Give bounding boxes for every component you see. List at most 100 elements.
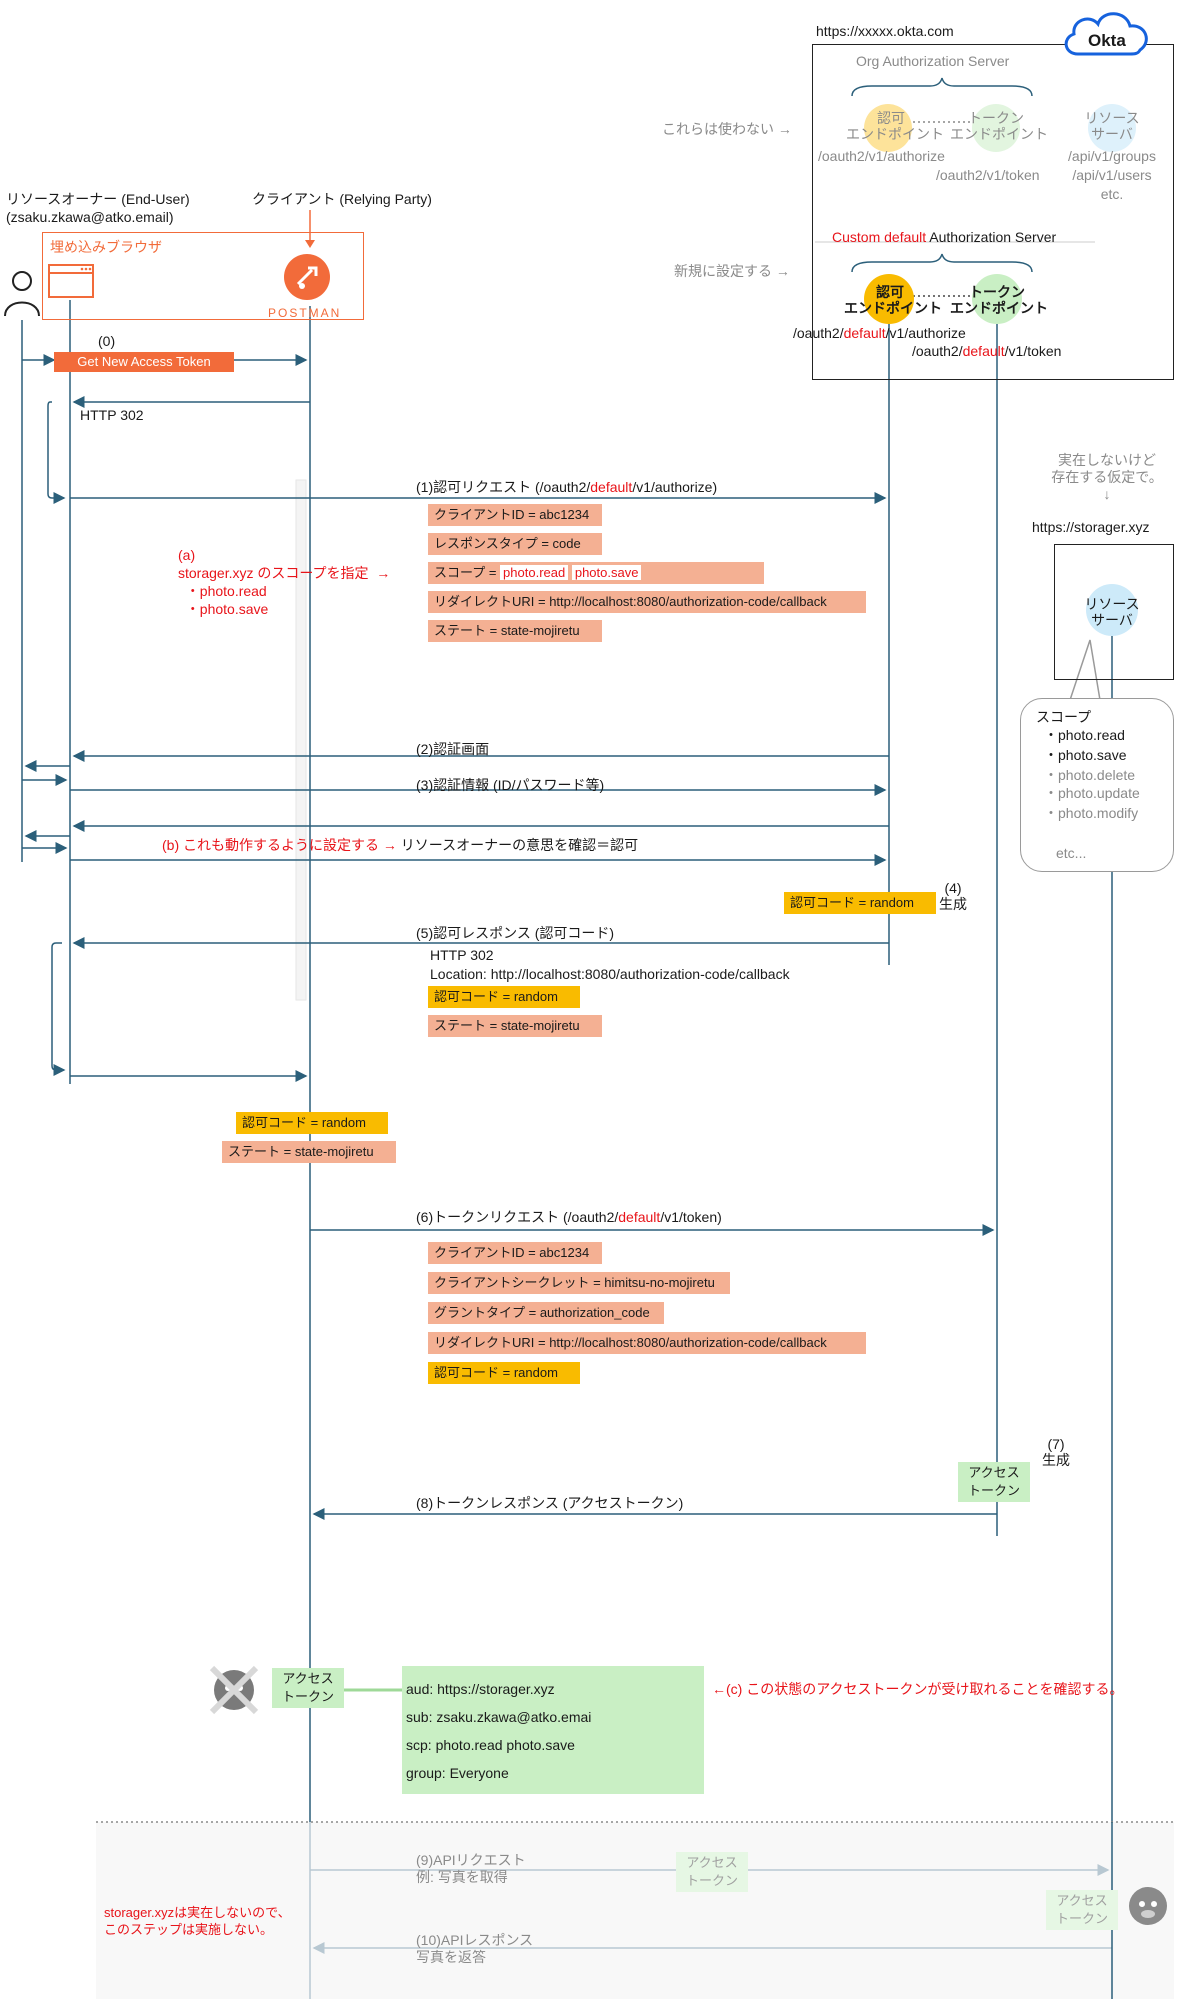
client-access-token: アクセス トークン bbox=[272, 1668, 344, 1708]
step8-label: (8)トークンレスポンス (アクセストークン) bbox=[416, 1495, 684, 1511]
authz-param-response-type: レスポンスタイプ = code bbox=[428, 533, 602, 555]
access-token-generated: アクセス トークン bbox=[958, 1462, 1030, 1502]
org-brace bbox=[851, 77, 1033, 97]
org-authz-endpoint-node bbox=[864, 104, 912, 152]
claim-scp: scp: photo.read photo.save bbox=[406, 1737, 575, 1753]
storager-resource-server-label: リソース サーバ bbox=[1084, 596, 1140, 628]
scope-active-1: ・photo.read bbox=[1044, 727, 1125, 743]
custom-server-suffix: Authorization Server bbox=[929, 229, 1057, 245]
step4-label: (4) 生成 bbox=[939, 880, 967, 912]
okta-url: https://xxxxx.okta.com bbox=[816, 23, 954, 39]
org-authz-path: /oauth2/v1/authorize bbox=[818, 148, 945, 164]
custom-token-path-b: default bbox=[962, 343, 1005, 359]
scope-active-2: ・photo.save bbox=[1044, 747, 1127, 763]
not-executed-note: storager.xyzは実在しないので、 このステップは実施しない。 bbox=[104, 1905, 291, 1937]
postman-label: POSTMAN bbox=[268, 306, 342, 320]
step7-label: (7) 生成 bbox=[1042, 1436, 1070, 1468]
note-c: ←(c) この状態のアクセストークンが受け取れることを確認する。 bbox=[712, 1681, 1124, 1697]
storager-note: 実在しないけど 存在する仮定で。 ↓ bbox=[1051, 452, 1163, 502]
client-label: クライアント (Relying Party) bbox=[252, 191, 432, 207]
custom-token-endpoint-node bbox=[972, 274, 1022, 324]
step0-label: (0) bbox=[98, 333, 116, 349]
custom-token-path-a: /oauth2/ bbox=[912, 343, 963, 359]
okta-logo: Okta bbox=[1088, 31, 1126, 50]
note-a: (a) storager.xyz のスコープを指定 → ・photo.read … bbox=[178, 547, 391, 617]
step1-label: (1)認可リクエスト (/oauth2/default/v1/authorize… bbox=[416, 478, 717, 496]
custom-authz-endpoint-label: 認可 エンドポイント bbox=[844, 284, 942, 316]
step1-label-c: /v1/authorize) bbox=[632, 479, 718, 495]
scope-value-2: photo.save bbox=[571, 565, 642, 580]
custom-token-path: /oauth2/default/v1/token bbox=[912, 342, 1061, 360]
consent-label: リソースオーナーの意思を確認＝認可 bbox=[400, 837, 639, 853]
authz-response-lines: HTTP 302 Location: http://localhost:8080… bbox=[430, 947, 790, 982]
token-param-grant-type: グラントタイプ = authorization_code bbox=[428, 1302, 664, 1324]
storager-url: https://storager.xyz bbox=[1032, 519, 1150, 535]
custom-authz-path-c: /v1/authorize bbox=[885, 325, 966, 341]
scope-inactive-2: ・photo.update bbox=[1044, 785, 1140, 801]
authz-param-scope: スコープ = photo.read photo.save bbox=[428, 562, 764, 584]
authz-param-scope-key: スコープ = bbox=[434, 565, 501, 580]
step6-label-a: (6)トークンリクエスト (/oauth2/ bbox=[416, 1209, 619, 1225]
redirect-loop-1 bbox=[47, 401, 66, 504]
org-token-endpoint-node bbox=[972, 104, 1020, 152]
org-server-title: Org Authorization Server bbox=[856, 53, 1010, 69]
http302-label: HTTP 302 bbox=[80, 407, 144, 423]
new-note: 新規に設定する → bbox=[674, 263, 790, 279]
custom-authz-path-a: /oauth2/ bbox=[793, 325, 844, 341]
org-resource-server-label: リソース サーバ bbox=[1084, 110, 1140, 142]
step2-label: (2)認証画面 bbox=[416, 741, 490, 757]
org-resource-paths: /api/v1/groups /api/v1/users etc. bbox=[1068, 148, 1156, 202]
scope-inactive-3: ・photo.modify bbox=[1044, 805, 1139, 821]
storager-frame bbox=[1054, 544, 1174, 680]
token-claims-panel bbox=[402, 1666, 704, 1794]
client-authz-code: 認可コード = random bbox=[236, 1112, 388, 1134]
scope-etc: etc... bbox=[1056, 845, 1087, 861]
redirect-loop-2 bbox=[51, 942, 66, 1076]
custom-token-path-c: /v1/token bbox=[1004, 343, 1062, 359]
scope-value-1: photo.read bbox=[500, 565, 569, 580]
authz-param-redirect-uri: リダイレクトURI = http://localhost:8080/author… bbox=[428, 591, 866, 613]
claim-sub: sub: zsaku.zkawa@atko.emai bbox=[406, 1709, 592, 1725]
browser-window-icon bbox=[48, 264, 94, 298]
postman-logo-icon bbox=[282, 252, 332, 302]
step9-label: (9)APIリクエスト 例: 写真を取得 bbox=[416, 1852, 526, 1885]
step6-label: (6)トークンリクエスト (/oauth2/default/v1/token) bbox=[416, 1208, 722, 1226]
embedded-browser-frame bbox=[42, 232, 364, 320]
api-request-token: アクセス トークン bbox=[676, 1852, 748, 1892]
authz-response-code: 認可コード = random bbox=[428, 986, 580, 1008]
org-resource-server-node bbox=[1088, 104, 1136, 152]
client-activation-bar bbox=[295, 479, 307, 1001]
embedded-browser-label: 埋め込みブラウザ bbox=[50, 239, 162, 255]
owner-label: リソースオーナー (End-User) bbox=[6, 191, 190, 207]
person-icon bbox=[2, 268, 42, 320]
custom-server-prefix: Custom default bbox=[832, 229, 927, 245]
org-token-endpoint-label: トークン エンドポイント bbox=[950, 110, 1048, 142]
step6-label-b: default bbox=[618, 1209, 661, 1225]
resource-monkey-icon bbox=[1124, 1882, 1172, 1930]
okta-cloud-icon: Okta bbox=[1060, 8, 1156, 60]
step3-label: (3)認証情報 (ID/パスワード等) bbox=[416, 777, 605, 793]
org-token-path: /oauth2/v1/token bbox=[936, 167, 1040, 183]
storager-resource-server-node bbox=[1086, 584, 1138, 636]
get-new-access-token-button[interactable]: Get New Access Token bbox=[54, 352, 234, 372]
claim-aud: aud: https://storager.xyz bbox=[406, 1681, 555, 1697]
client-state: ステート = state-mojiretu bbox=[222, 1141, 396, 1163]
resource-server-token: アクセス トークン bbox=[1046, 1890, 1118, 1930]
org-authz-endpoint-label: 認可 エンドポイント bbox=[846, 110, 944, 142]
consent-row: (b) これも動作するように設定する → リソースオーナーの意思を確認＝認可 bbox=[162, 836, 638, 854]
scope-bubble-title: スコープ bbox=[1036, 709, 1092, 725]
note-b: (b) これも動作するように設定する → bbox=[162, 837, 397, 853]
token-param-redirect-uri: リダイレクトURI = http://localhost:8080/author… bbox=[428, 1332, 866, 1354]
authz-code-generated: 認可コード = random bbox=[784, 892, 936, 914]
authz-param-state: ステート = state-mojiretu bbox=[428, 620, 602, 642]
custom-token-endpoint-label: トークン エンドポイント bbox=[950, 284, 1048, 316]
step1-label-a: (1)認可リクエスト (/oauth2/ bbox=[416, 479, 591, 495]
claim-group: group: Everyone bbox=[406, 1765, 509, 1781]
step10-label: (10)APIレスポンス 写真を返答 bbox=[416, 1932, 534, 1965]
unused-note: これらは使わない → bbox=[662, 121, 792, 137]
custom-authz-path: /oauth2/default/v1/authorize bbox=[793, 324, 966, 342]
okta-frame bbox=[812, 44, 1174, 380]
owner-email: (zsaku.zkawa@atko.email) bbox=[6, 209, 174, 225]
